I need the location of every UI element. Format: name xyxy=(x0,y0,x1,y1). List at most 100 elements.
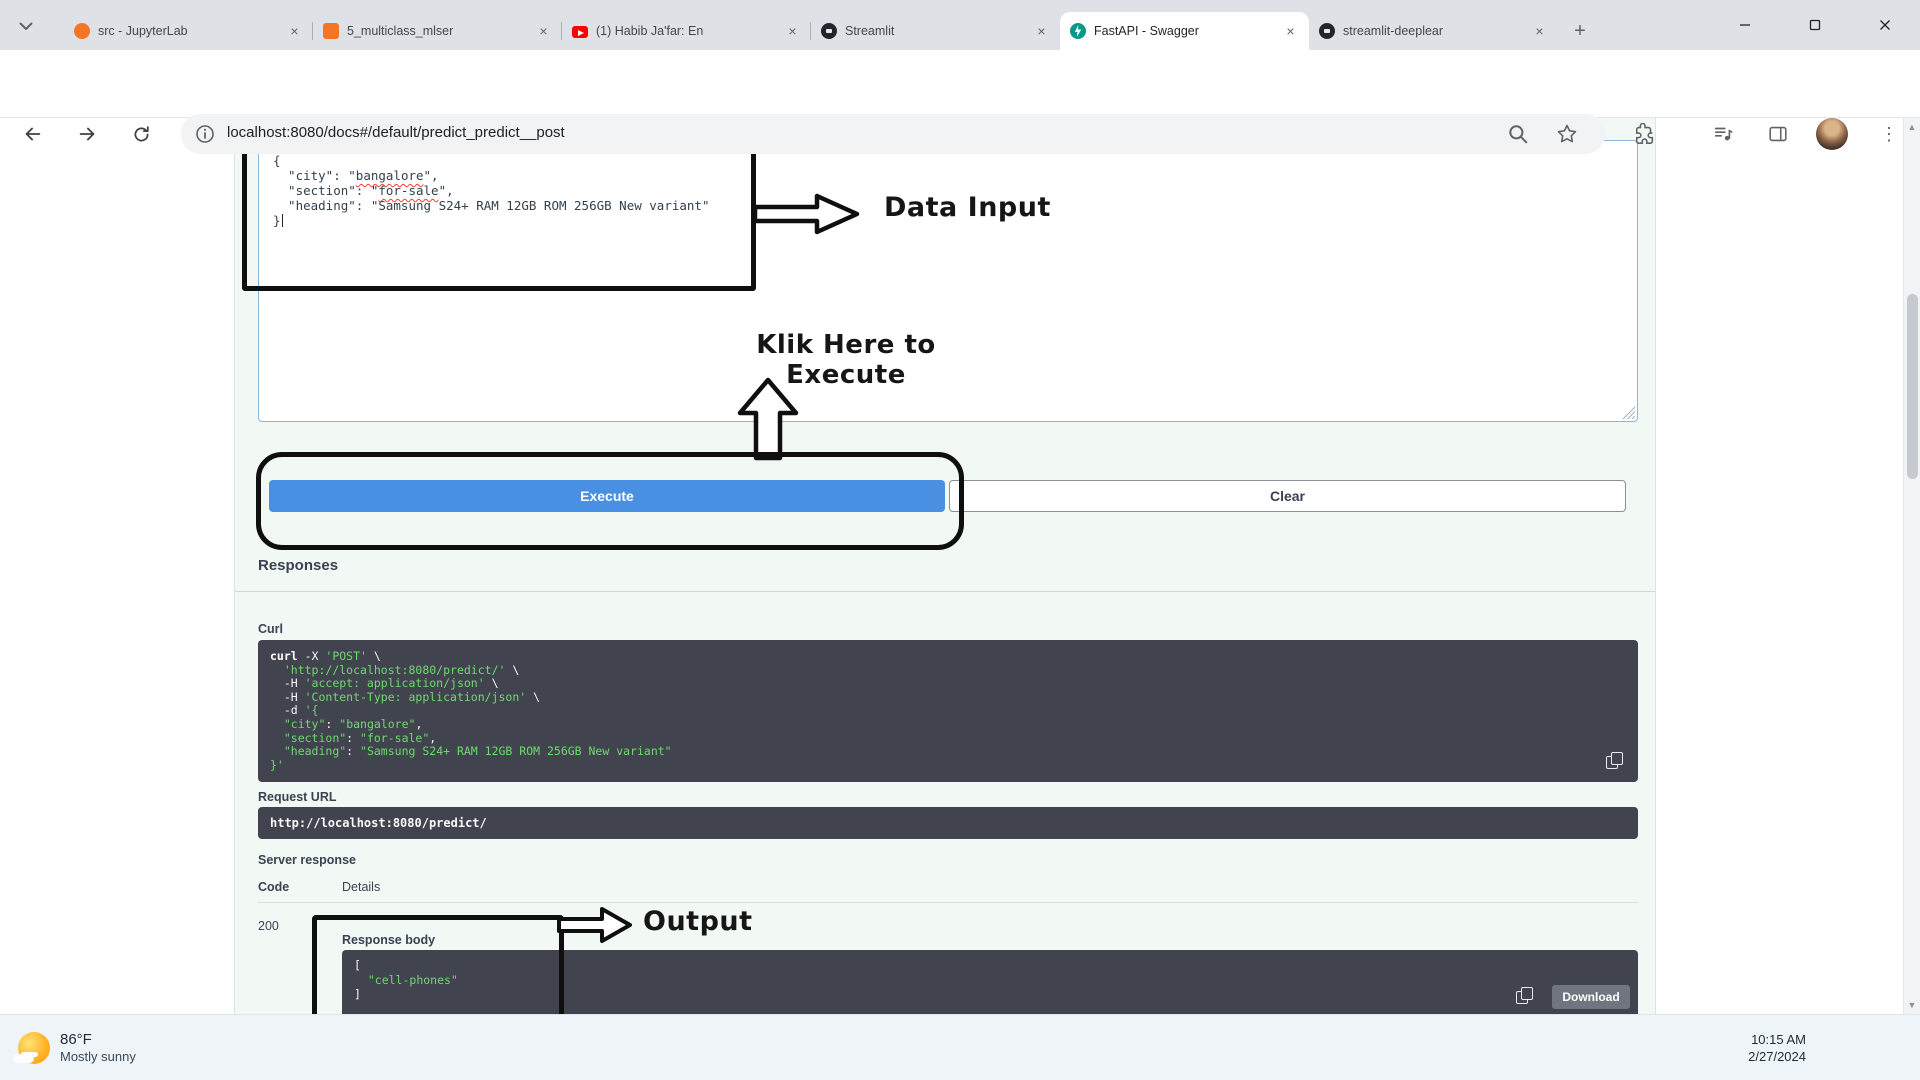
scroll-down-arrow[interactable]: ▼ xyxy=(1907,1000,1917,1010)
tab-title: 5_multiclass_mlser xyxy=(347,24,454,38)
jupyterlab-icon xyxy=(74,23,90,39)
download-button[interactable]: Download xyxy=(1552,985,1630,1009)
browser-toolbar: localhost:8080/docs#/default/predict_pre… xyxy=(0,50,1920,154)
new-tab-button[interactable]: + xyxy=(1566,17,1594,45)
window-controls xyxy=(1710,0,1920,50)
execute-button[interactable]: Execute xyxy=(269,480,945,512)
annotation-box-execute xyxy=(256,452,964,550)
request-url-block: http://localhost:8080/predict/ xyxy=(258,807,1638,839)
responses-section-title: Responses xyxy=(258,557,339,574)
request-body-line: "section": "for-sale", xyxy=(273,183,454,198)
reload-button[interactable] xyxy=(121,114,161,154)
status-code-200: 200 xyxy=(258,919,279,933)
clock-widget[interactable]: 10:15 AM 2/27/2024 xyxy=(1694,1015,1806,1080)
page-scrollbar[interactable]: ▲ ▼ xyxy=(1903,118,1920,1014)
notebook-icon xyxy=(323,23,339,39)
copy-response-icon[interactable] xyxy=(1516,987,1534,1005)
streamlit-icon xyxy=(1319,23,1335,39)
tabs-container: src - JupyterLab × 5_multiclass_mlser × … xyxy=(64,0,1594,50)
side-panel-icon[interactable] xyxy=(1758,114,1798,154)
responses-divider xyxy=(235,591,1655,592)
media-controls-icon[interactable] xyxy=(1703,114,1743,154)
response-body-line: "cell-phones" xyxy=(367,972,458,987)
clock-time: 10:15 AM xyxy=(1751,1032,1806,1047)
request-body-json: { "city": "bangalore", "section": "for-s… xyxy=(259,141,1637,240)
url-text: localhost:8080/docs#/default/predict_pre… xyxy=(227,124,565,141)
site-info-icon[interactable] xyxy=(195,124,215,144)
curl-line: 'http://localhost:8080/predict/' \ xyxy=(283,662,520,677)
streamlit-icon xyxy=(821,23,837,39)
annotation-box-response-body xyxy=(312,915,564,1020)
tab-title: FastAPI - Swagger xyxy=(1094,24,1199,38)
profile-avatar[interactable] xyxy=(1816,118,1848,150)
curl-line: }' xyxy=(270,757,284,772)
back-button[interactable] xyxy=(13,114,53,154)
request-body-line: { xyxy=(273,153,281,168)
window-close-button[interactable] xyxy=(1850,0,1920,50)
request-body-line: } xyxy=(273,213,1623,228)
curl-label: Curl xyxy=(258,622,283,636)
annotation-label-klik-execute: Klik Here to Execute xyxy=(756,330,936,390)
tab-close-icon[interactable]: × xyxy=(1037,23,1046,39)
tab-close-icon[interactable]: × xyxy=(1535,23,1544,39)
tab-jupyterlab[interactable]: src - JupyterLab × xyxy=(64,12,313,50)
window-minimize-button[interactable] xyxy=(1710,0,1780,50)
response-table-divider xyxy=(258,902,1638,903)
forward-button[interactable] xyxy=(67,114,107,154)
address-bar[interactable]: localhost:8080/docs#/default/predict_pre… xyxy=(181,114,1605,154)
curl-code-block: curl -X 'POST' \ 'http://localhost:8080/… xyxy=(258,640,1638,782)
tab-close-icon[interactable]: × xyxy=(290,23,299,39)
tab-title: src - JupyterLab xyxy=(98,24,188,38)
clear-button[interactable]: Clear xyxy=(949,480,1626,512)
window-maximize-button[interactable] xyxy=(1780,0,1850,50)
weather-widget[interactable]: 86°F Mostly sunny xyxy=(10,1015,144,1080)
request-body-line: "heading": "Samsung S24+ RAM 12GB ROM 25… xyxy=(273,198,710,213)
annotation-label-output: Output xyxy=(643,906,753,937)
scroll-up-arrow[interactable]: ▲ xyxy=(1907,122,1917,132)
browser-menu-icon[interactable]: ⋮ xyxy=(1869,114,1909,154)
browser-tab-strip: src - JupyterLab × 5_multiclass_mlser × … xyxy=(0,0,1920,50)
curl-line: -d '{ xyxy=(270,703,319,718)
tab-search-chevron-icon[interactable] xyxy=(12,12,40,40)
weather-description: Mostly sunny xyxy=(60,1049,136,1064)
request-url-value: http://localhost:8080/predict/ xyxy=(270,816,487,830)
code-column-header: Code xyxy=(258,880,290,894)
tab-multiclass-notebook[interactable]: 5_multiclass_mlser × xyxy=(312,12,562,50)
tab-close-icon[interactable]: × xyxy=(1286,23,1295,39)
fastapi-icon xyxy=(1070,23,1086,39)
weather-cloud-icon xyxy=(13,1054,34,1063)
windows-taskbar: 86°F Mostly sunny Search ✉ >_ xyxy=(0,1014,1920,1080)
extensions-icon[interactable] xyxy=(1625,114,1665,154)
annotation-arrow-data-input xyxy=(752,193,860,235)
weather-sun-icon xyxy=(13,1032,50,1064)
curl-line: -H 'Content-Type: application/json' \ xyxy=(270,689,541,704)
tab-title: streamlit-deeplear xyxy=(1343,24,1444,38)
tab-streamlit[interactable]: Streamlit × xyxy=(810,12,1060,50)
request-body-line: "city": "bangalore", xyxy=(273,168,439,183)
youtube-icon xyxy=(572,26,588,38)
weather-temperature: 86°F xyxy=(60,1031,92,1048)
tab-fastapi-swagger-active[interactable]: FastAPI - Swagger × xyxy=(1060,12,1309,50)
annotation-label-data-input: Data Input xyxy=(884,192,1051,223)
zoom-icon[interactable] xyxy=(1507,123,1529,145)
text-cursor-caret xyxy=(281,214,284,227)
tab-title: Streamlit xyxy=(845,24,895,38)
response-body-line: [ xyxy=(354,958,361,972)
annotation-arrow-output xyxy=(557,907,632,943)
curl-line: curl -X 'POST' \ xyxy=(270,649,381,663)
scrollbar-thumb[interactable] xyxy=(1907,294,1918,479)
response-body-block: [ "cell-phones" ] xyxy=(342,950,1638,1014)
curl-line: "section": "for-sale", xyxy=(283,730,437,745)
request-body-textarea[interactable]: { "city": "bangalore", "section": "for-s… xyxy=(258,140,1638,422)
tab-close-icon[interactable]: × xyxy=(539,23,548,39)
clock-date: 2/27/2024 xyxy=(1748,1049,1806,1064)
copy-curl-icon[interactable] xyxy=(1606,752,1624,770)
tab-youtube[interactable]: (1) Habib Ja'far: En × xyxy=(561,12,811,50)
curl-line: "city": "bangalore", xyxy=(283,716,423,731)
response-body-label: Response body xyxy=(342,933,436,947)
tab-close-icon[interactable]: × xyxy=(788,23,797,39)
tab-streamlit-deeplearning[interactable]: streamlit-deeplear × xyxy=(1309,12,1558,50)
tab-title: (1) Habib Ja'far: En xyxy=(596,24,704,38)
textarea-resize-handle[interactable] xyxy=(1622,406,1635,419)
bookmark-star-icon[interactable] xyxy=(1555,122,1579,146)
